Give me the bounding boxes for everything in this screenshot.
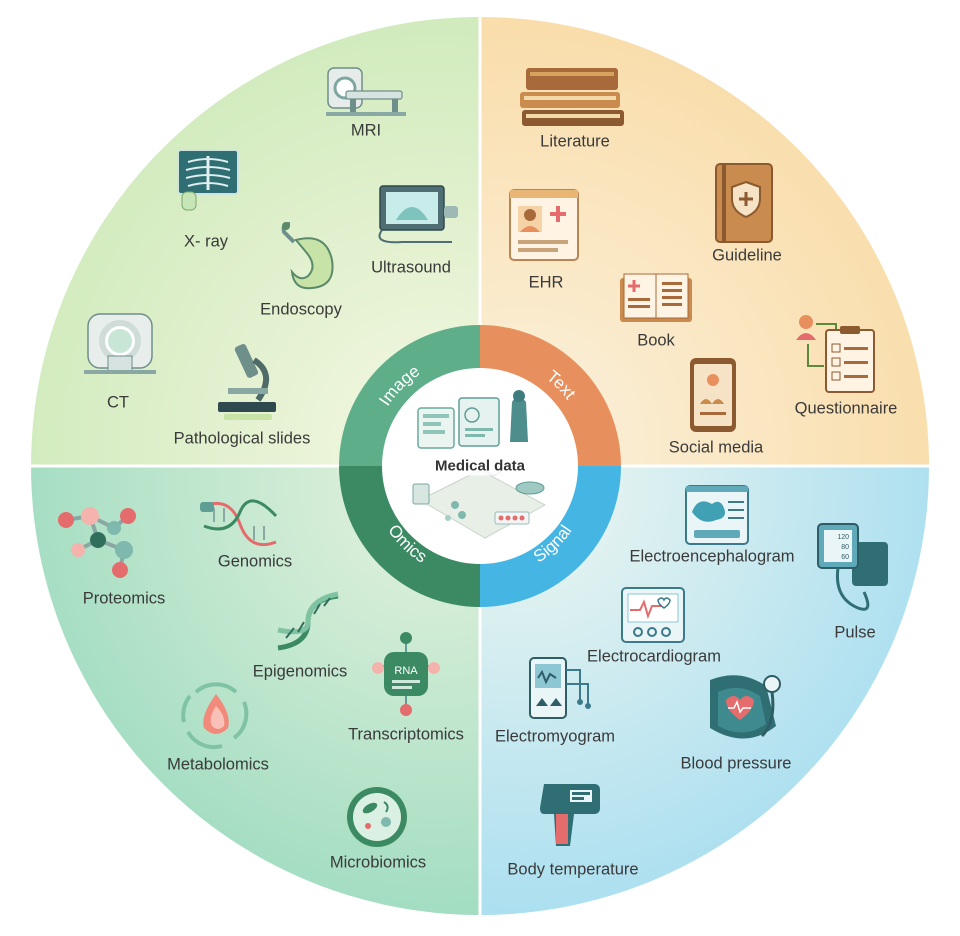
epigenomics-dna-icon <box>277 591 339 651</box>
metabolomics-label: Metabolomics <box>167 755 269 774</box>
ct-label: CT <box>107 393 129 412</box>
text-quadrant <box>480 17 929 466</box>
xray-icon <box>177 149 239 211</box>
rna-tag: RNA <box>394 665 418 677</box>
blood-pressure-label: Blood pressure <box>680 754 792 773</box>
guideline-label: Guideline <box>712 246 782 265</box>
genomics-label: Genomics <box>217 552 293 571</box>
pathological-slides-label: Pathological slides <box>173 429 311 448</box>
genomics-dna-icon <box>200 499 278 547</box>
eeg-monitor-icon <box>685 485 749 545</box>
endoscopy-label: Endoscopy <box>260 300 342 319</box>
infrared-thermometer-icon <box>540 784 600 846</box>
literature-books-icon <box>520 68 624 126</box>
questionnaire-clipboard-icon <box>796 315 875 393</box>
literature-label: Literature <box>540 132 610 151</box>
transcriptomics-rna-icon: RNA <box>372 632 440 716</box>
pulse-label: Pulse <box>834 623 876 642</box>
microbiome-petri-icon <box>347 787 407 847</box>
ultrasound-label: Ultrasound <box>371 258 451 277</box>
guideline-book-icon <box>715 163 773 243</box>
questionnaire-label: Questionnaire <box>794 399 898 418</box>
blood-pressure-cuff-icon <box>710 675 781 739</box>
pulse-reading-3: 60 <box>841 554 849 561</box>
ecg-label: Electrocardiogram <box>587 647 721 666</box>
social-media-label: Social media <box>668 438 764 457</box>
signal-ring-segment <box>480 466 621 607</box>
proteomics-label: Proteomics <box>82 589 166 608</box>
book-label: Book <box>637 331 675 350</box>
mri-scanner-icon <box>326 67 406 116</box>
pulse-monitor-icon: 120 80 60 <box>817 523 888 611</box>
ehr-label: EHR <box>528 273 564 292</box>
metabolomics-cycle-icon <box>181 682 249 750</box>
pulse-reading-1: 120 <box>837 534 849 541</box>
omics-ring-segment <box>339 466 480 607</box>
open-book-icon <box>620 273 692 322</box>
xray-label: X- ray <box>183 232 229 251</box>
emg-device-icon <box>529 657 591 719</box>
microscope-icon <box>218 343 276 420</box>
ultrasound-icon <box>378 185 458 244</box>
mri-label: MRI <box>350 121 382 140</box>
image-ring-segment <box>339 325 480 466</box>
body-temperature-label: Body temperature <box>507 860 639 879</box>
pulse-reading-2: 80 <box>841 544 849 551</box>
emg-label: Electromyogram <box>494 727 616 746</box>
ehr-record-icon <box>509 189 579 261</box>
center-title: Medical data <box>430 456 530 476</box>
protein-molecule-icon <box>58 507 136 578</box>
social-media-phone-icon <box>690 358 736 432</box>
endoscopy-stomach-icon <box>281 222 334 290</box>
ecg-monitor-icon <box>621 587 685 643</box>
microbiomics-label: Microbiomics <box>329 853 427 872</box>
text-ring-segment <box>480 325 621 466</box>
transcriptomics-label: Transcriptomics <box>348 725 464 744</box>
ct-scanner-icon <box>84 313 156 374</box>
epigenomics-label: Epigenomics <box>252 662 348 681</box>
eeg-label: Electroencephalogram <box>629 547 795 566</box>
